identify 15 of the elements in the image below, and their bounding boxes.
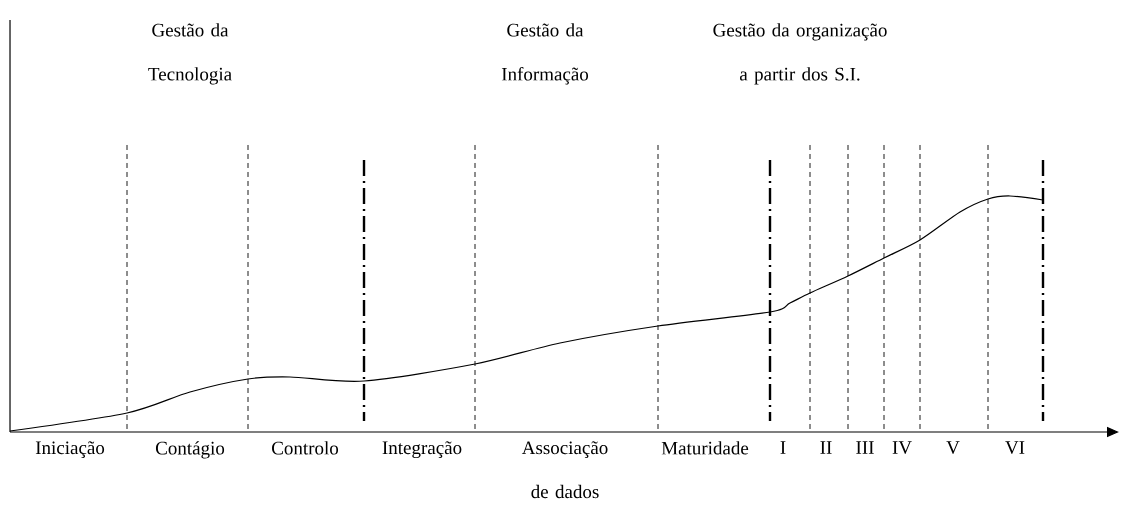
stage-label: III: [856, 441, 874, 454]
stage-label: I: [780, 441, 786, 454]
phase-heading: Gestão da organização a partir dos S.I.: [713, 23, 887, 85]
stage-label: Controlo: [272, 441, 339, 455]
stage-label: Associação de dados: [521, 441, 608, 499]
stage-label: Maturidade: [661, 441, 749, 455]
phase-heading: Gestão da Tecnologia: [148, 23, 232, 85]
stage-label: VI: [1005, 441, 1025, 454]
stage-label: IV: [892, 441, 912, 454]
stage-label: Integração: [382, 441, 462, 459]
stage-label: Iniciação: [35, 441, 105, 459]
stage-label: II: [820, 441, 832, 454]
phase-heading: Gestão da Informação: [501, 23, 589, 85]
stage-label: V: [946, 441, 960, 454]
stage-label: Contágio: [155, 441, 225, 459]
